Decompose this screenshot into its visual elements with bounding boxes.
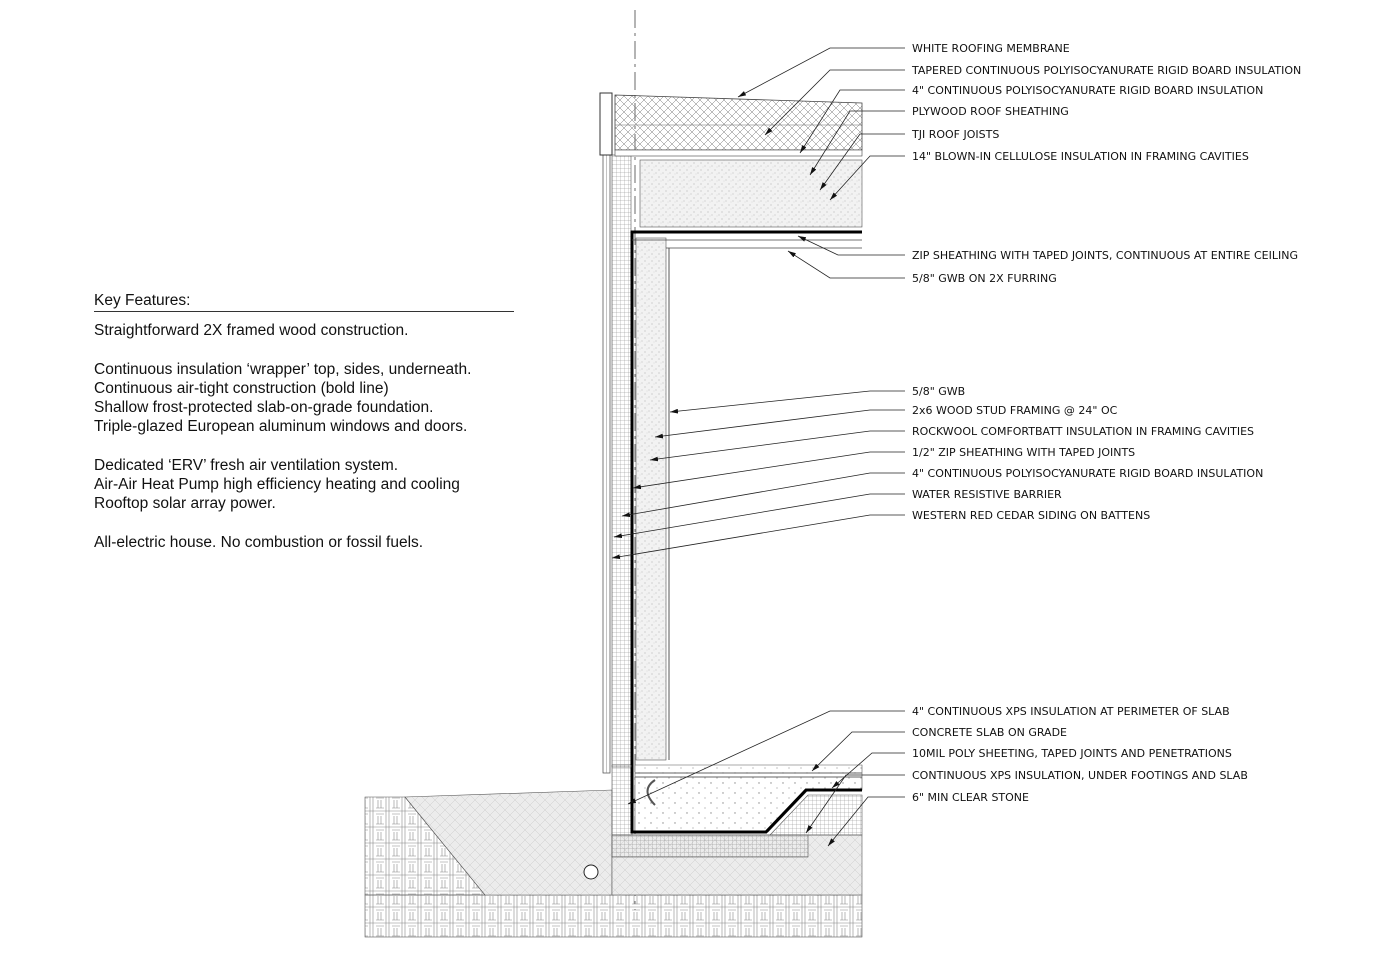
leader-arrow bbox=[632, 451, 905, 490]
callout-label: WESTERN RED CEDAR SIDING ON BATTENS bbox=[912, 509, 1150, 522]
callout-label: 4" CONTINUOUS POLYISOCYANURATE RIGID BOA… bbox=[912, 84, 1263, 97]
callout-label: ZIP SHEATHING WITH TAPED JOINTS, CONTINU… bbox=[912, 249, 1298, 262]
leader-arrow bbox=[611, 514, 905, 560]
key-feature-line: Air-Air Heat Pump high efficiency heatin… bbox=[94, 476, 460, 494]
callout-label: 1/2" ZIP SHEATHING WITH TAPED JOINTS bbox=[912, 446, 1135, 459]
leader-arrow bbox=[613, 493, 905, 539]
callout-label: 5/8" GWB bbox=[912, 385, 965, 398]
leader-arrow bbox=[669, 390, 905, 414]
key-feature-line: Straightforward 2X framed wood construct… bbox=[94, 322, 409, 340]
leader-arrow bbox=[764, 69, 905, 136]
callout-label: CONTINUOUS XPS INSULATION, UNDER FOOTING… bbox=[912, 769, 1248, 782]
leader-arrow bbox=[827, 796, 905, 847]
leader-lines bbox=[611, 47, 905, 847]
key-feature-line: Dedicated ‘ERV’ fresh air ventilation sy… bbox=[94, 456, 399, 474]
callout-labels: WHITE ROOFING MEMBRANE TAPERED CONTINUOUS… bbox=[911, 42, 1301, 804]
key-feature-line: All-electric house. No combustion or fos… bbox=[94, 533, 424, 551]
callout-label: 2x6 WOOD STUD FRAMING @ 24" OC bbox=[912, 404, 1118, 417]
grade-soil bbox=[364, 789, 863, 938]
key-feature-line: Shallow frost-protected slab-on-grade fo… bbox=[94, 399, 434, 417]
callout-label: TJI ROOF JOISTS bbox=[911, 128, 999, 141]
leader-arrow bbox=[787, 250, 905, 279]
drain-pipe-icon bbox=[583, 864, 599, 880]
callout-label: 5/8" GWB ON 2X FURRING bbox=[912, 272, 1057, 285]
slab-and-footing bbox=[611, 764, 863, 836]
callout-label: 4" CONTINUOUS POLYISOCYANURATE RIGID BOA… bbox=[912, 467, 1263, 480]
callout-label: 6" MIN CLEAR STONE bbox=[912, 791, 1029, 804]
roof-assembly bbox=[599, 92, 863, 249]
key-feature-line: Triple-glazed European aluminum windows … bbox=[94, 418, 468, 436]
key-feature-line: Rooftop solar array power. bbox=[94, 495, 276, 513]
callout-label: 10MIL POLY SHEETING, TAPED JOINTS AND PE… bbox=[912, 747, 1232, 760]
leader-arrow bbox=[819, 133, 905, 191]
leader-arrow bbox=[737, 47, 905, 98]
leader-arrow bbox=[621, 472, 905, 517]
key-feature-line: Continuous air-tight construction (bold … bbox=[94, 379, 389, 397]
callout-label: TAPERED CONTINUOUS POLYISOCYANURATE RIGI… bbox=[911, 64, 1301, 77]
leader-arrow bbox=[627, 710, 905, 805]
key-features-heading: Key Features: bbox=[94, 291, 514, 313]
callout-label: PLYWOOD ROOF SHEATHING bbox=[912, 105, 1069, 118]
callout-label: ROCKWOOL COMFORTBATT INSULATION IN FRAMI… bbox=[912, 425, 1254, 438]
leader-arrow bbox=[799, 89, 905, 154]
callout-label: WATER RESISTIVE BARRIER bbox=[912, 488, 1062, 501]
key-features-panel: Key Features: Straightforward 2X framed … bbox=[94, 291, 514, 552]
leader-arrow bbox=[805, 774, 905, 834]
leader-arrow bbox=[829, 155, 905, 201]
leader-arrow bbox=[809, 110, 905, 176]
callout-label: CONCRETE SLAB ON GRADE bbox=[912, 726, 1067, 739]
air-barrier-line bbox=[630, 765, 862, 834]
leader-arrow bbox=[654, 409, 905, 439]
leader-arrow bbox=[797, 235, 905, 256]
wall-assembly bbox=[602, 92, 862, 774]
callout-label: 4" CONTINUOUS XPS INSULATION AT PERIMETE… bbox=[912, 705, 1230, 718]
key-feature-line: Continuous insulation ‘wrapper’ top, sid… bbox=[94, 360, 472, 378]
callout-label: 14" BLOWN-IN CELLULOSE INSULATION IN FRA… bbox=[912, 150, 1249, 163]
leader-arrow bbox=[811, 731, 905, 772]
callout-label: WHITE ROOFING MEMBRANE bbox=[912, 42, 1070, 55]
leader-arrow bbox=[649, 430, 905, 462]
